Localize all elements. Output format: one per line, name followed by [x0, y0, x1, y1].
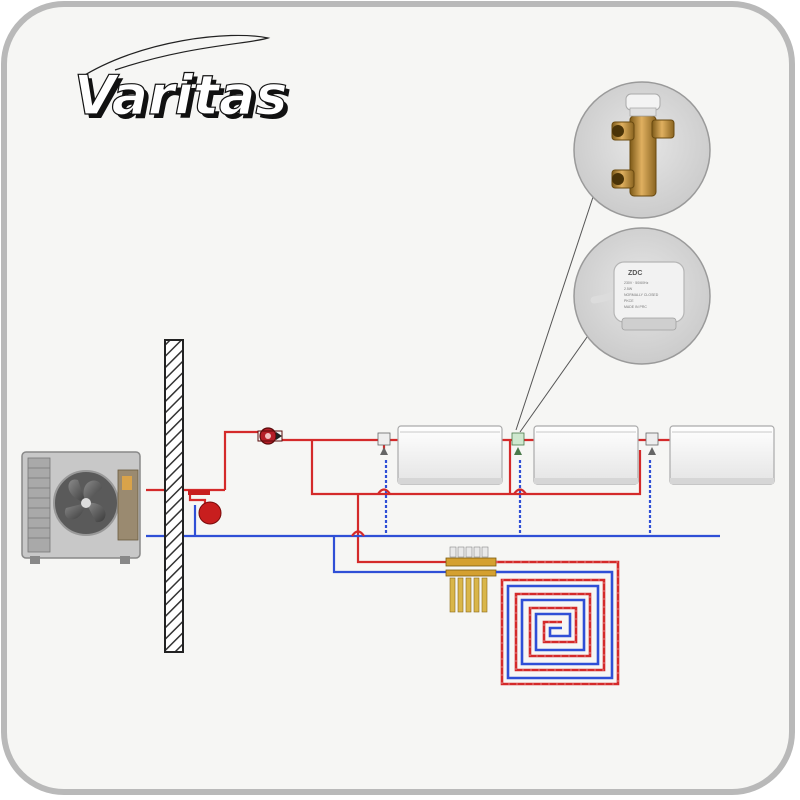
- expansion-vessel: [188, 490, 222, 525]
- callout-leader-lines: [515, 187, 597, 433]
- outdoor-heat-pump-unit: [21, 451, 141, 564]
- circulation-pump: [257, 427, 283, 445]
- radiator-valve-3: [645, 432, 659, 455]
- radiator-valve-1: [377, 432, 391, 455]
- zone-valve-callout: [573, 81, 711, 219]
- radiator-2: [533, 425, 639, 485]
- radiator-3: [669, 425, 775, 485]
- fan-icon: [64, 479, 106, 523]
- actuator-label-line: MADE IN PRC: [624, 305, 647, 309]
- actuator-brand: ZDC: [628, 270, 642, 277]
- actuator-label-line: 230V · 50/60Hz: [624, 281, 649, 285]
- actuator-callout: ZDC 230V · 50/60Hz 2.5W NORMALLY CLOSED …: [573, 227, 711, 365]
- underfloor-heating-loop: [496, 560, 620, 686]
- actuator-icon: ZDC 230V · 50/60Hz 2.5W NORMALLY CLOSED …: [590, 261, 685, 331]
- logo-shadow: Varitas: [78, 68, 292, 131]
- actuator-label-line: 2.5W: [624, 287, 633, 291]
- actuator-label-line: NORMALLY CLOSED: [624, 293, 659, 297]
- pipe-crossovers: [351, 488, 527, 537]
- return-pipes: [146, 460, 720, 574]
- logo-text: Varitas: [74, 64, 288, 127]
- actuator-label-line: PKCE: [624, 299, 634, 303]
- radiator-valve-2: [511, 432, 525, 455]
- varitas-logo: Varitas Varitas: [73, 34, 292, 131]
- external-wall: [164, 339, 184, 653]
- radiator-1: [397, 425, 503, 485]
- zone-valve-icon: [611, 93, 675, 197]
